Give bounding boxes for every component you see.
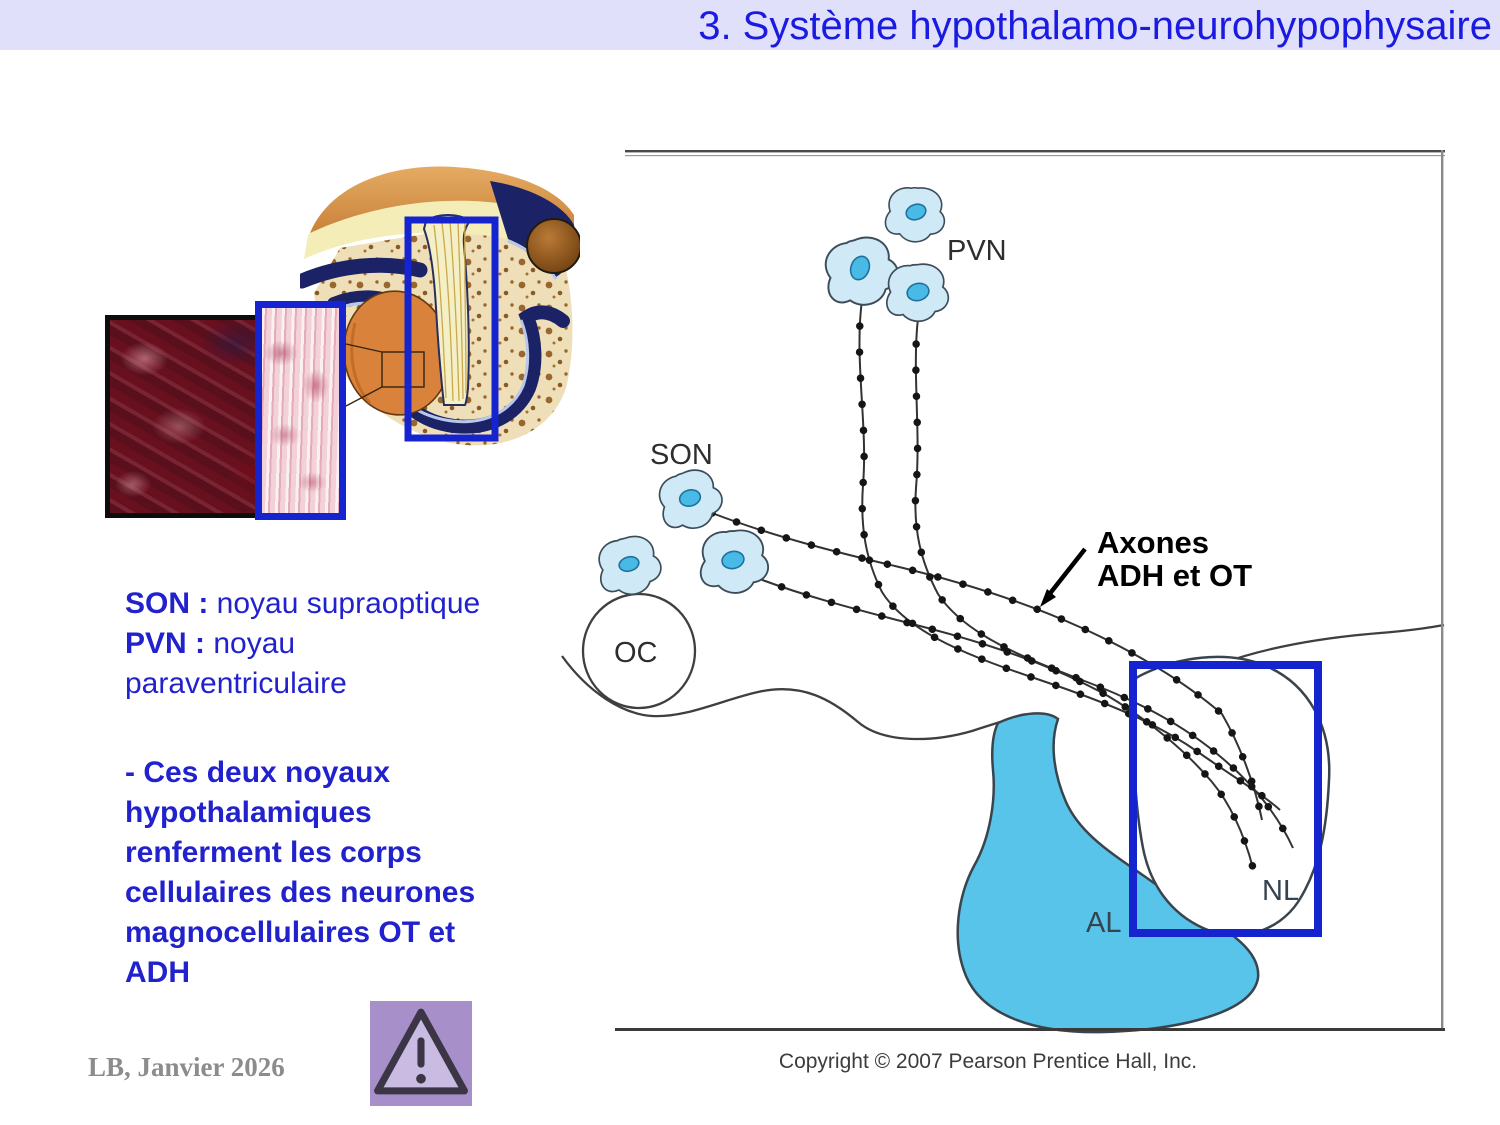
label-al: AL <box>1086 907 1121 939</box>
definition-text: SON : noyau supraoptique PVN : noyau par… <box>125 584 555 704</box>
optic-chiasm-circle <box>581 592 697 710</box>
header-bar: 3. Système hypothalamo-neurohypophysaire <box>0 0 1500 50</box>
panel-borders <box>615 150 1445 1031</box>
definition-line-3: paraventriculaire <box>125 667 347 700</box>
slide-title: 3. Système hypothalamo-neurohypophysaire <box>698 4 1492 48</box>
explanation-line: renferment les corps <box>125 836 422 869</box>
label-nl: NL <box>1262 875 1299 907</box>
zoom-callout-box <box>381 351 425 388</box>
pvn-label: PVN : <box>125 627 206 660</box>
annotation-adh-ot: ADH et OT <box>1097 558 1252 593</box>
warning-triangle-icon <box>370 1001 472 1106</box>
son-definition: noyau supraoptique <box>208 587 481 620</box>
explanation-text: - Ces deux noyaux hypothalamiques renfer… <box>125 753 565 993</box>
neuron-nuclei <box>618 203 930 573</box>
annotation-arrow <box>1040 547 1087 607</box>
anterior-lobe-shape <box>956 712 1260 1034</box>
pvn-definition: noyau <box>205 627 296 660</box>
highlight-box-stalk <box>404 216 499 442</box>
explanation-line: hypothalamiques <box>125 796 372 829</box>
explanation-line: magnocellulaires OT et <box>125 916 456 949</box>
brain-base-line <box>561 655 1001 741</box>
pituitary-svg <box>294 166 582 446</box>
label-pvn: PVN <box>947 235 1007 267</box>
explanation-line: cellulaires des neurones <box>125 876 476 909</box>
histology-image-pink-highlight-box <box>255 301 346 520</box>
explanation-line: - Ces deux noyaux <box>125 756 391 789</box>
label-son: SON <box>650 439 713 471</box>
author-date-credit: LB, Janvier 2026 <box>88 1052 285 1082</box>
axons <box>708 296 1297 872</box>
definition-line-pvn: PVN : noyau <box>125 624 555 664</box>
highlight-box-nl <box>1129 661 1322 937</box>
annotation-axones: Axones <box>1097 525 1209 560</box>
label-oc: OC <box>614 637 658 669</box>
warning-triangle-svg <box>374 1008 468 1095</box>
son-label: SON : <box>125 587 209 620</box>
explanation-line: ADH <box>125 956 190 989</box>
definition-line-son: SON : noyau supraoptique <box>125 584 555 624</box>
neuron-diagram: PVN SON OC AL NL Axones ADH et OT Copyri… <box>561 150 1445 1073</box>
copyright-text: Copyright © 2007 Pearson Prentice Hall, … <box>779 1050 1197 1073</box>
brain-base-line-right <box>1219 623 1445 666</box>
pituitary-illustration <box>294 163 582 455</box>
neural-lobe-shape <box>1132 655 1331 937</box>
